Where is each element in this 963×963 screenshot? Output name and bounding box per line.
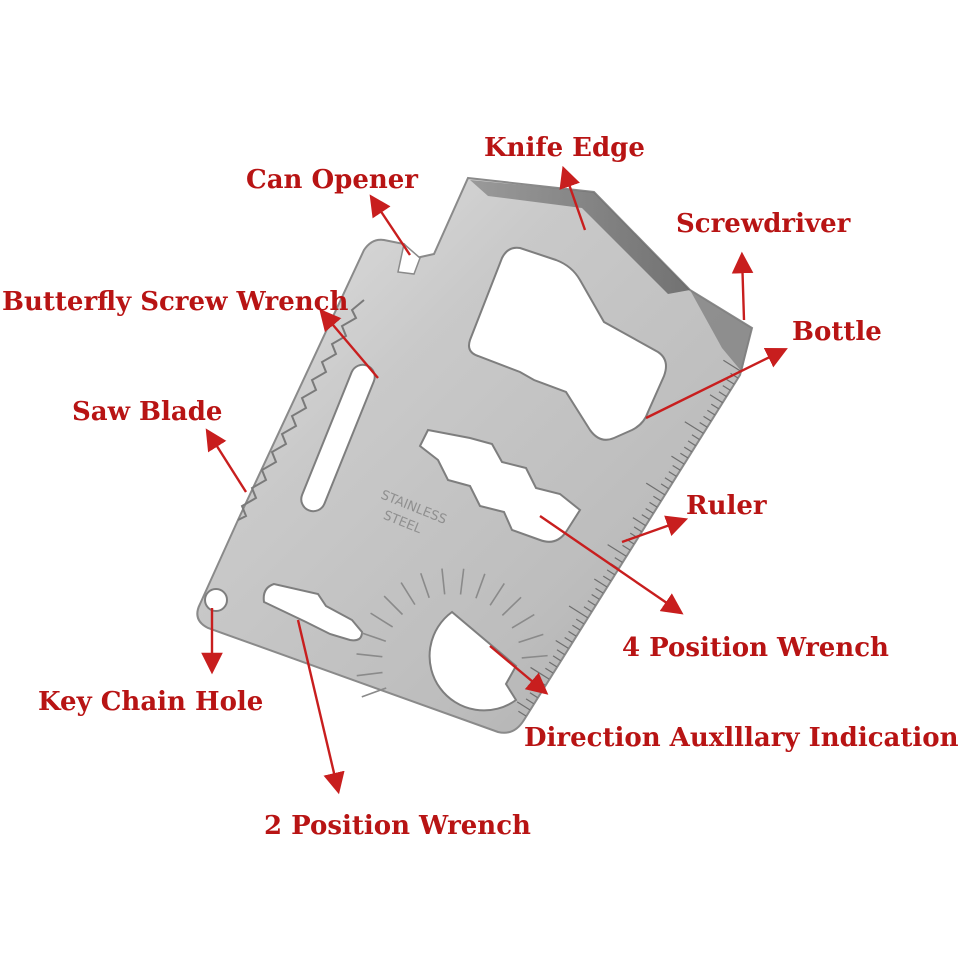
key-chain-hole (204, 588, 228, 612)
ruler-tick (614, 557, 623, 563)
knife-edge-arrow (559, 165, 587, 231)
ruler-tick (660, 483, 670, 490)
bottle-opener-cutout (468, 246, 667, 441)
ruler-tick (641, 514, 650, 520)
ruler-tick (710, 403, 720, 410)
dial-ray (360, 631, 387, 642)
direction-dial-hole (428, 610, 518, 712)
ruler-tick (548, 661, 558, 668)
ruler-tick (645, 482, 666, 496)
two-position-wrench-arrow (296, 619, 345, 795)
butterfly-wrench-arrow (319, 308, 379, 379)
ruler-tick (575, 618, 585, 625)
ruler-tick (645, 507, 654, 514)
ruler-tick (707, 409, 716, 416)
ruler-tick (672, 464, 681, 471)
saw-blade-arrow (205, 428, 248, 493)
ruler-tick (668, 471, 677, 477)
ruler-arrow (621, 515, 689, 544)
ruler-tick (518, 710, 527, 717)
dial-ray (489, 583, 505, 606)
ruler-tick (593, 578, 608, 588)
dial-ray (511, 613, 535, 629)
label-ruler: Ruler (686, 491, 767, 521)
ruler-tick (664, 477, 673, 484)
dial-ray (383, 595, 404, 616)
ruler-tick (722, 385, 731, 391)
bottle-arrow (645, 347, 788, 420)
ruler-tick (680, 452, 689, 459)
dial-ray (501, 596, 522, 616)
four-position-wrench-cutout (418, 428, 582, 543)
dial-ray (521, 654, 548, 659)
label-knife-edge: Knife Edge (484, 133, 645, 163)
label-saw-blade: Saw Blade (72, 397, 222, 427)
ruler-tick (703, 415, 712, 422)
dial-ray (459, 568, 465, 595)
two-position-wrench-cutout (262, 582, 364, 642)
ruler-tick (587, 600, 596, 606)
screwdriver-arrow (731, 251, 754, 321)
ruler-tick (525, 698, 535, 705)
ruler-tick (572, 624, 581, 631)
ruler-tick (516, 701, 531, 711)
label-direction-indication: Direction Auxlllary Indication (524, 723, 959, 753)
ruler-tick (709, 394, 724, 404)
can-opener-notch (397, 242, 421, 275)
ruler-tick (699, 421, 708, 428)
ruler-tick (607, 544, 627, 557)
ruler-tick (583, 606, 592, 613)
ruler-tick (591, 593, 600, 600)
ruler-tick (622, 544, 631, 551)
ruler-tick (691, 434, 700, 441)
label-four-position-wrench: 4 Position Wrench (622, 633, 889, 663)
dial-ray (419, 572, 430, 599)
ruler-tick (726, 378, 735, 385)
label-screwdriver: Screwdriver (676, 209, 851, 239)
ruler-tick (556, 649, 565, 656)
dial-ray (475, 573, 486, 599)
ruler-tick (653, 495, 662, 502)
ruler-tick (633, 526, 643, 533)
label-can-opener: Can Opener (246, 165, 418, 195)
ruler-tick (606, 569, 616, 576)
ruler-tick (555, 639, 569, 649)
ruler-tick (649, 501, 658, 508)
ruler-tick (568, 630, 577, 637)
callout-labels: Knife Edge Can Opener Screwdriver Butter… (2, 133, 959, 841)
callout-arrows (201, 165, 788, 795)
label-butterfly-screw-wrench: Butterfly Screw Wrench (2, 287, 348, 317)
label-bottle: Bottle (792, 317, 882, 347)
dial-ray (518, 633, 544, 644)
screwdriver-tip (690, 290, 752, 372)
knife-edge-bevel (470, 180, 690, 294)
ruler-tick (552, 655, 562, 662)
four-position-wrench-arrow (539, 515, 684, 615)
ruler-tick (684, 421, 704, 434)
ruler-tick (632, 517, 646, 527)
ruler-tick (718, 391, 727, 398)
direction-indication-arrow (489, 645, 549, 695)
can-opener-arrow (369, 194, 411, 256)
ruler-tick (568, 605, 589, 619)
direction-dial-rays (356, 568, 548, 698)
ruler-tick (687, 440, 697, 447)
ruler-tick (595, 587, 604, 594)
ruler-tick (602, 575, 612, 582)
ruler-tick (564, 636, 573, 643)
label-two-position-wrench: 2 Position Wrench (264, 811, 531, 841)
ruler-tick (545, 667, 554, 674)
dial-ray (441, 568, 446, 595)
dial-ray (356, 653, 383, 658)
ruler-tick (671, 455, 685, 465)
ruler-tick (723, 359, 743, 373)
dial-ray (400, 582, 416, 606)
dial-ray (370, 612, 394, 628)
dial-ray (361, 687, 387, 698)
ruler-tick (683, 446, 693, 453)
label-key-chain-hole: Key Chain Hole (38, 687, 263, 717)
dial-ray (356, 671, 383, 677)
